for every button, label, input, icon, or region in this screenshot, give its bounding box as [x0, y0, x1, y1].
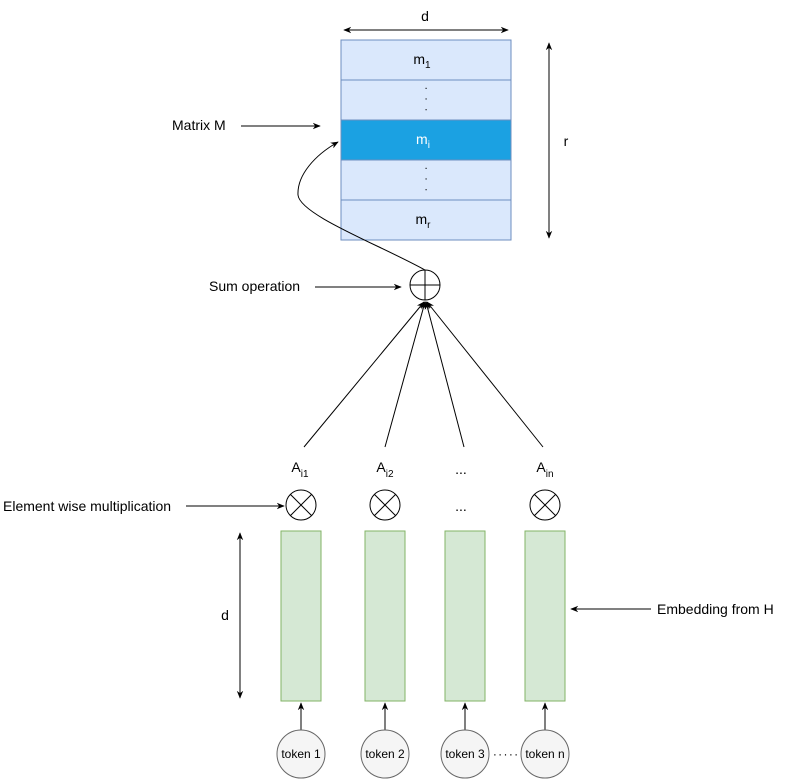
multiply-operator-1	[285, 489, 317, 521]
weight-4-to-sum	[426, 301, 544, 448]
token-n-circle	[520, 729, 570, 779]
token-2-label: token 2	[365, 747, 405, 761]
weight-label-2: Ai2	[376, 459, 394, 480]
token-2: token 2	[360, 729, 410, 779]
weight-1-to-sum	[303, 301, 425, 448]
matrix-row-2: · · ·	[340, 79, 512, 121]
matrix-row-4-box	[340, 159, 512, 201]
token-n: token n	[520, 729, 570, 779]
matrix-row-1-label: m1	[413, 51, 431, 71]
token-3-label: token 3	[445, 747, 485, 761]
element-wise-label: Element wise multiplication	[3, 498, 171, 514]
matrix-row-5-box	[340, 199, 512, 241]
token-3-circle	[440, 729, 490, 779]
matrix-width-label: d	[421, 8, 429, 24]
token-2-circle	[360, 729, 410, 779]
token-gap-dots: · · · · ·	[493, 747, 517, 761]
multiply-dots: ...	[455, 498, 467, 514]
embedding-label: Embedding from H	[657, 601, 774, 617]
embedding-column-1	[280, 530, 322, 702]
matrix-row-2-dots: · · ·	[420, 86, 432, 113]
weight-label-3: ...	[455, 461, 467, 477]
embedding-column-4	[524, 530, 566, 702]
multiply-operator-4	[529, 489, 561, 521]
matrix-m-label: Matrix M	[172, 117, 226, 133]
sum-to-row-curve	[297, 141, 426, 271]
sum-operation-label: Sum operation	[209, 278, 300, 294]
matrix-row-5: mr	[340, 199, 512, 241]
matrix-row-3: mi	[340, 119, 512, 161]
weight-2-to-sum	[384, 301, 427, 448]
matrix-height-label: r	[564, 133, 569, 149]
matrix-row-3-label: mi	[416, 131, 430, 151]
token-1: token 1	[276, 729, 326, 779]
token-n-label: token n	[525, 747, 564, 761]
matrix-m: m1 · · · mi · · · mr	[340, 39, 512, 241]
matrix-row-1-box	[340, 39, 512, 81]
multiply-operator-2	[369, 489, 401, 521]
matrix-row-5-label: mr	[415, 211, 431, 231]
matrix-row-4-dots: · · ·	[420, 166, 432, 193]
weight-3-to-sum	[424, 301, 465, 448]
weight-label-1: Ai1	[291, 459, 309, 480]
matrix-row-3-box	[340, 119, 512, 161]
matrix-row-4: · · ·	[340, 159, 512, 201]
weight-label-4: Ain	[536, 459, 553, 480]
token-1-label: token 1	[281, 747, 321, 761]
token-3: token 3	[440, 729, 490, 779]
embedding-column-3	[444, 530, 486, 702]
embedding-height-label: d	[221, 607, 229, 623]
token-1-circle	[276, 729, 326, 779]
sum-operator	[409, 269, 441, 301]
embedding-column-2	[364, 530, 406, 702]
matrix-row-1: m1	[340, 39, 512, 81]
